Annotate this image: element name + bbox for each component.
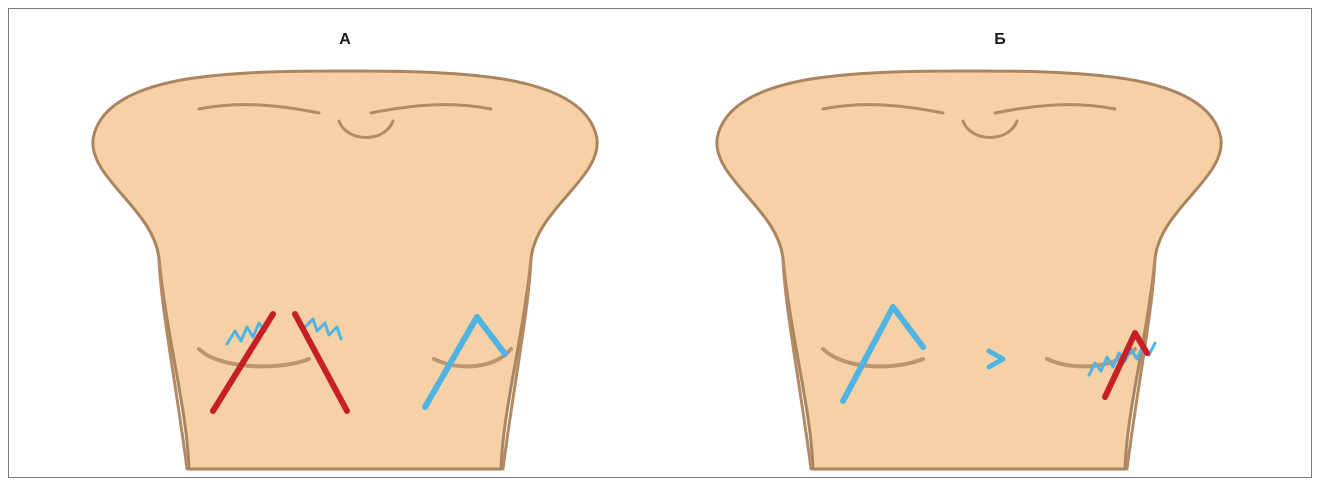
torso-illustration-a (9, 9, 661, 479)
torso-illustration-b (661, 9, 1313, 479)
panel-a: А (9, 9, 661, 479)
figure-frame: А Б (8, 8, 1312, 478)
panel-b: Б (661, 9, 1313, 479)
